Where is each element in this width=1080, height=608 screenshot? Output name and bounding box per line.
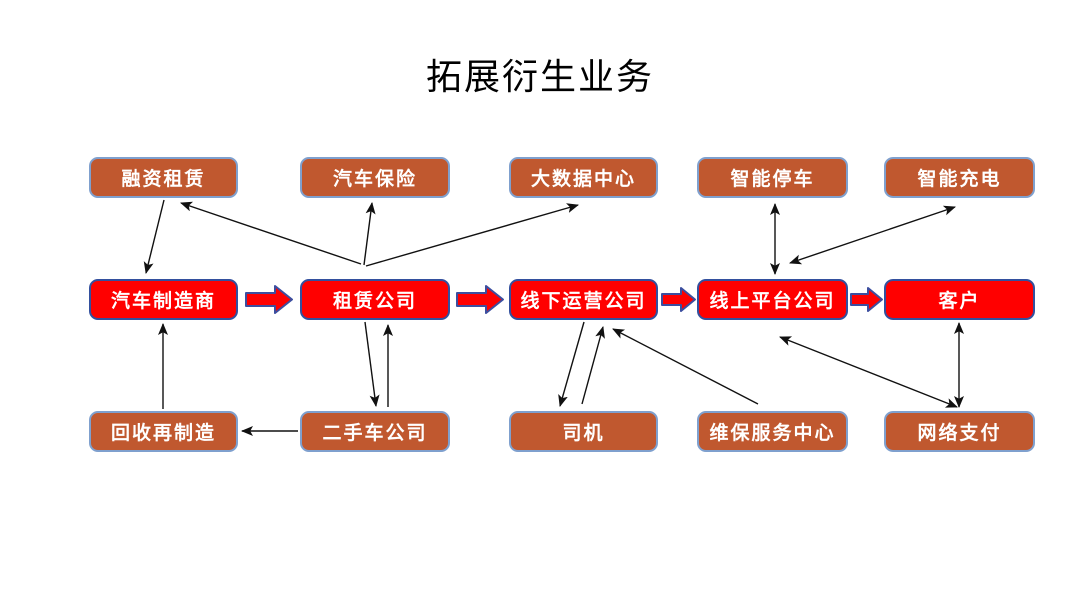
flow-arrow-manufacturer-to-leasing xyxy=(245,285,293,314)
arrow-driver-to-offline-operations xyxy=(581,326,605,405)
arrow-leasing-company-to-used-car-company xyxy=(364,321,380,407)
flow-arrow-offline-to-online-platform xyxy=(661,287,696,312)
arrow-online-platform-smart-charging-bidirectional xyxy=(789,205,956,265)
arrow-financing-lease-to-auto-manufacturer xyxy=(143,199,165,274)
node-auto-manufacturer: 汽车制造商 xyxy=(89,279,238,320)
node-used-car-company: 二手车公司 xyxy=(300,411,450,452)
node-maintenance-service-center: 维保服务中心 xyxy=(697,411,848,452)
flow-arrow-leasing-to-offline-operations xyxy=(456,285,504,314)
node-smart-charging: 智能充电 xyxy=(884,157,1035,198)
flow-arrow-online-platform-to-customer xyxy=(850,287,883,312)
node-leasing-company: 租赁公司 xyxy=(300,279,450,320)
node-financing-lease: 融资租赁 xyxy=(89,157,238,198)
arrow-offline-operations-to-driver xyxy=(558,321,585,407)
node-online-payment: 网络支付 xyxy=(884,411,1035,452)
arrow-leasing-company-to-financing-lease xyxy=(180,201,362,265)
arrow-leasing-company-to-big-data-center xyxy=(365,203,579,267)
node-driver: 司机 xyxy=(509,411,658,452)
node-auto-insurance: 汽车保险 xyxy=(300,157,450,198)
arrow-maintenance-center-to-offline-operations xyxy=(612,328,759,405)
node-big-data-center: 大数据中心 xyxy=(509,157,658,198)
node-offline-operations-company: 线下运营公司 xyxy=(509,279,658,320)
arrow-leasing-company-to-auto-insurance xyxy=(363,202,376,266)
page-title: 拓展衍生业务 xyxy=(425,56,654,97)
node-online-platform-company: 线上平台公司 xyxy=(697,279,848,320)
node-smart-parking: 智能停车 xyxy=(697,157,848,198)
arrow-online-platform-online-payment-bidirectional xyxy=(779,336,958,408)
node-recycling-remanufacturing: 回收再制造 xyxy=(89,411,238,452)
node-customer: 客户 xyxy=(884,279,1035,320)
